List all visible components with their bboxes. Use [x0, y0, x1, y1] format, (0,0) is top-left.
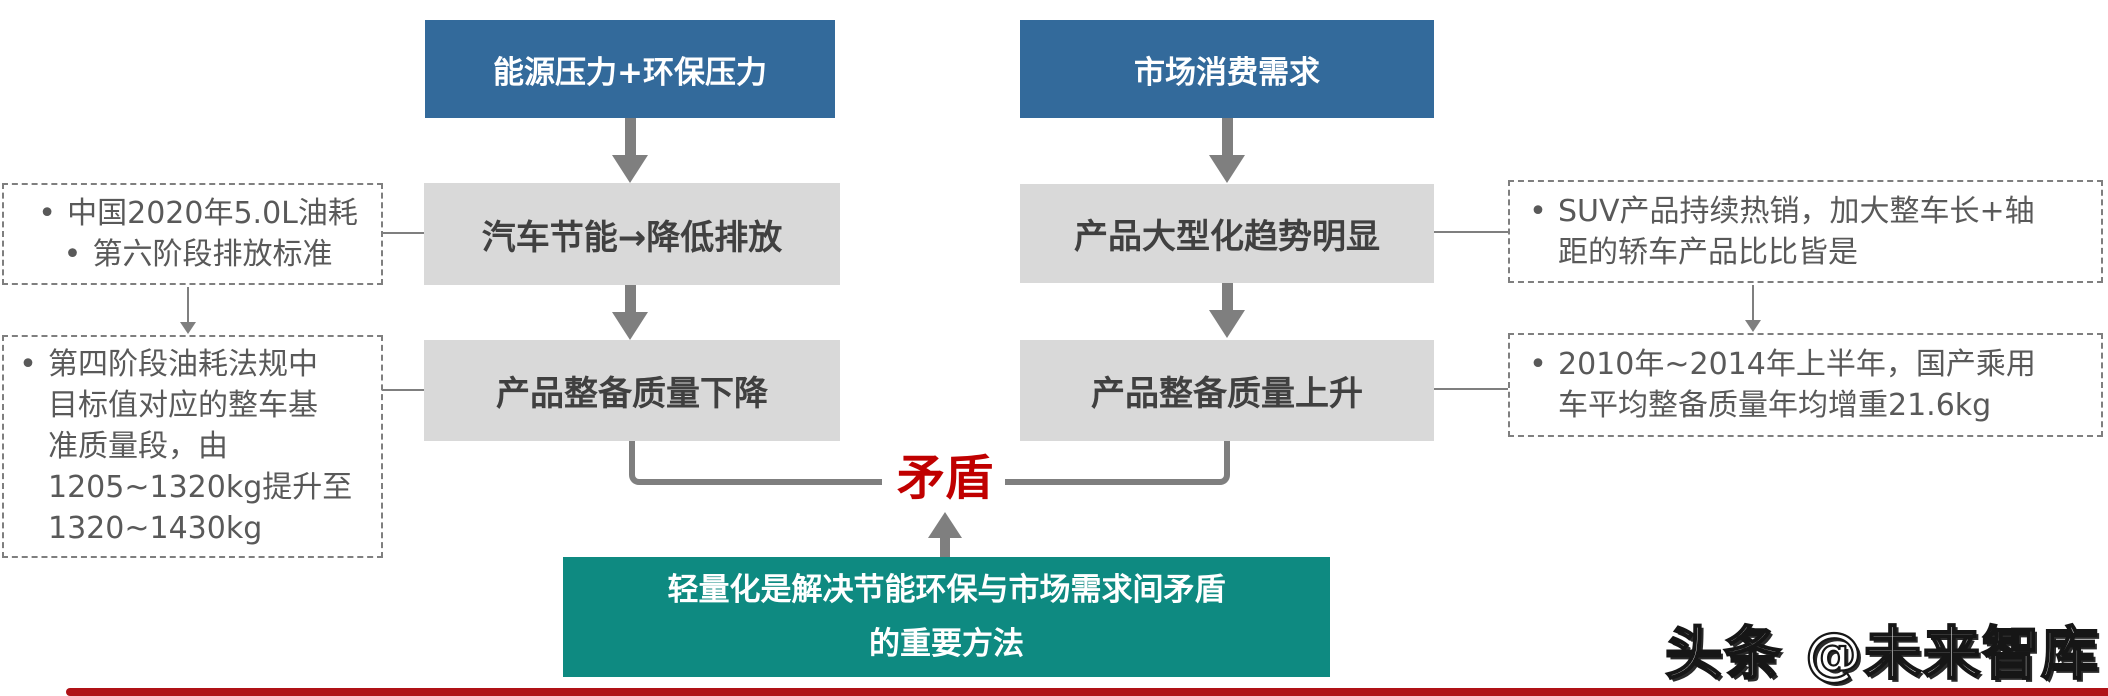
product-upsizing-label: 产品大型化趋势明显 [1074, 217, 1380, 257]
note-line: • 第六阶段排放标准 [12, 234, 373, 275]
conclusion-line-1: 轻量化是解决节能环保与市场需求间矛盾 [667, 572, 1226, 608]
down-arrow-icon [1209, 155, 1245, 183]
vehicle-energy-saving-box: 汽车节能→降低排放 [424, 183, 840, 285]
market-demand-box: 市场消费需求 [1020, 20, 1434, 118]
small-down-arrow-icon [1745, 320, 1761, 332]
connector-line [1434, 388, 1508, 390]
up-arrow-icon [940, 536, 950, 560]
bullet-icon: • [38, 196, 56, 231]
suv-sales-note: • SUV产品持续热销，加大整车长+轴 距的轿车产品比比皆是 [1508, 180, 2103, 283]
right-bracket-connector [1005, 441, 1230, 485]
bullet-icon: • [19, 347, 37, 382]
down-arrow-icon [1209, 310, 1245, 338]
bullet-icon: • [1529, 193, 1547, 229]
down-arrow-icon [1222, 118, 1233, 156]
note-line: • 第四阶段油耗法规中 目标值对应的整车基 准质量段，由 1205~1320kg… [8, 344, 377, 549]
connector-line [1434, 231, 1508, 233]
down-arrow-icon [1222, 283, 1233, 311]
product-upsizing-box: 产品大型化趋势明显 [1020, 184, 1434, 283]
energy-pressure-label: 能源压力+环保压力 [493, 54, 767, 91]
conclusion-box: 轻量化是解决节能环保与市场需求间矛盾 的重要方法 [563, 557, 1330, 677]
note-line: • 2010年~2014年上半年，国产乘用 车平均整备质量年均增重21.6kg [1518, 344, 2093, 426]
conflict-label: 矛盾 [896, 450, 993, 506]
curb-weight-increase-label: 产品整备质量上升 [1091, 374, 1363, 414]
note-line: • 中国2020年5.0L油耗 [12, 193, 373, 234]
connector-line [382, 232, 424, 234]
up-arrow-icon [928, 512, 962, 538]
market-demand-label: 市场消费需求 [1134, 54, 1320, 91]
down-arrow-icon [612, 155, 648, 183]
energy-pressure-box: 能源压力+环保压力 [425, 20, 835, 118]
stage4-regulation-note: • 第四阶段油耗法规中 目标值对应的整车基 准质量段，由 1205~1320kg… [2, 335, 383, 558]
note-text: 第六阶段排放标准 [92, 237, 333, 272]
connector-line [1752, 285, 1754, 321]
curb-weight-decrease-box: 产品整备质量下降 [424, 340, 840, 441]
note-text: 中国2020年5.0L油耗 [67, 196, 358, 231]
connector-line [187, 287, 189, 323]
down-arrow-icon [612, 312, 648, 340]
bottom-red-bar [66, 688, 2108, 696]
curb-weight-increase-box: 产品整备质量上升 [1020, 340, 1434, 441]
bullet-icon: • [63, 237, 82, 272]
note-text: 2010年~2014年上半年，国产乘用 车平均整备质量年均增重21.6kg [1558, 347, 2036, 423]
note-text: SUV产品持续热销，加大整车长+轴 距的轿车产品比比皆是 [1558, 193, 2035, 270]
note-line: • SUV产品持续热销，加大整车长+轴 距的轿车产品比比皆是 [1518, 191, 2093, 273]
connector-line [382, 389, 424, 391]
down-arrow-icon [625, 285, 636, 313]
china-fuel-standard-note: • 中国2020年5.0L油耗 • 第六阶段排放标准 [2, 183, 383, 285]
bullet-icon: • [1529, 347, 1547, 382]
curb-weight-decrease-label: 产品整备质量下降 [496, 374, 768, 414]
vehicle-energy-saving-label: 汽车节能→降低排放 [481, 217, 783, 258]
conclusion-line-2: 的重要方法 [869, 626, 1024, 662]
weight-gain-note: • 2010年~2014年上半年，国产乘用 车平均整备质量年均增重21.6kg [1508, 333, 2103, 437]
note-text: 第四阶段油耗法规中 目标值对应的整车基 准质量段，由 1205~1320kg提升… [48, 347, 353, 546]
small-down-arrow-icon [180, 322, 196, 334]
down-arrow-icon [625, 118, 636, 156]
left-bracket-connector [629, 441, 882, 485]
watermark: 头条 @未来智库 [1664, 620, 2100, 688]
